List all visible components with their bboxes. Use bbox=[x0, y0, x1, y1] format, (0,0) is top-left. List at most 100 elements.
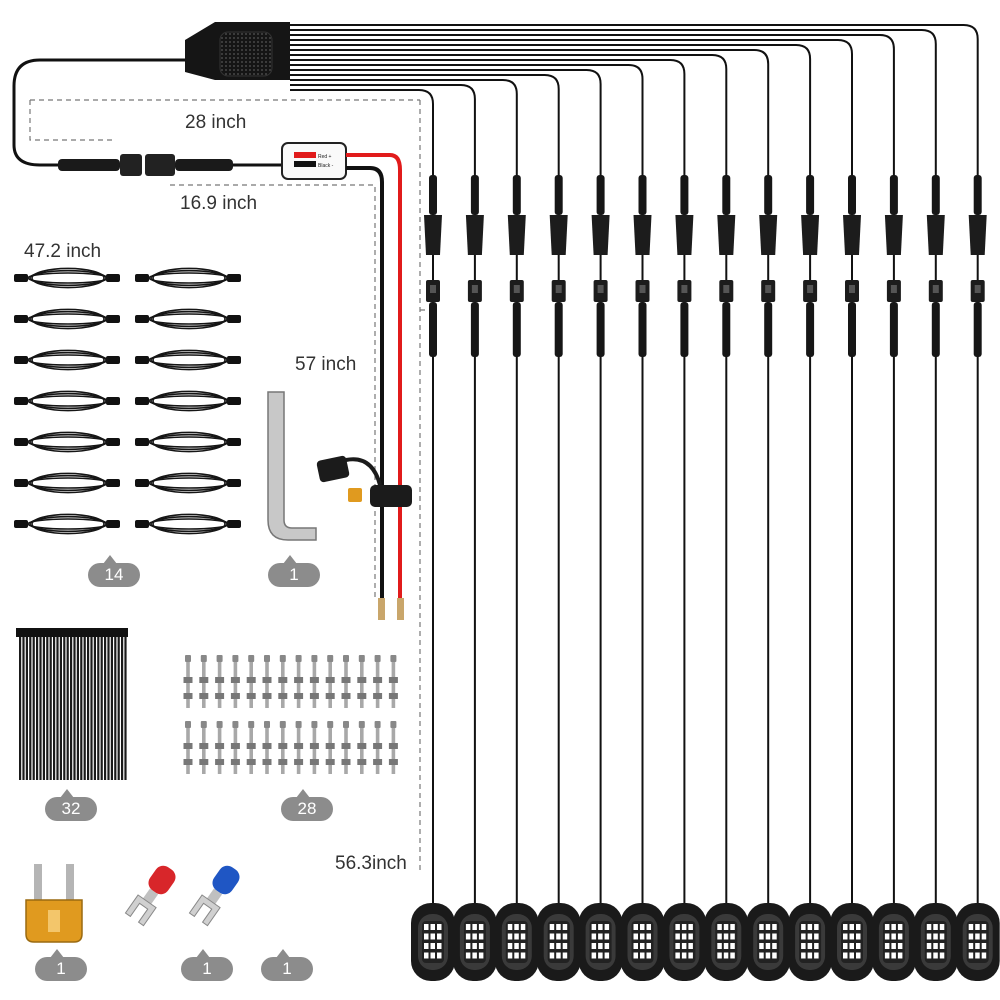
screw-nut bbox=[357, 677, 367, 683]
connector-pin bbox=[807, 285, 814, 293]
count-badge-cable-ties: 32 bbox=[45, 789, 97, 821]
extension-cable bbox=[135, 431, 241, 453]
screw bbox=[199, 721, 209, 774]
connector-plug-upper bbox=[884, 215, 903, 255]
ext-coil bbox=[27, 354, 109, 366]
screw bbox=[230, 655, 240, 708]
led-chip bbox=[968, 924, 974, 930]
led-chip bbox=[437, 924, 442, 930]
led-chip bbox=[556, 943, 561, 949]
led-chip bbox=[730, 943, 735, 949]
ext-plug-right bbox=[106, 520, 120, 528]
led-chip bbox=[598, 943, 603, 949]
screw-shank bbox=[391, 662, 396, 708]
connector-pin bbox=[639, 285, 646, 293]
led-chip bbox=[591, 952, 597, 959]
ext-coil bbox=[152, 472, 226, 494]
led-chip bbox=[424, 924, 429, 930]
cable-tie bbox=[53, 628, 56, 780]
blue-spade-terminal bbox=[188, 865, 240, 927]
led-chip bbox=[646, 933, 651, 940]
led-chip bbox=[759, 943, 764, 949]
screw-nut bbox=[294, 677, 304, 683]
cable-tie bbox=[76, 628, 79, 780]
led-chip bbox=[646, 943, 651, 949]
light-pod bbox=[746, 903, 791, 981]
cable-tie bbox=[39, 628, 42, 780]
ext-plug-left bbox=[135, 397, 149, 405]
connector-boot-lower bbox=[973, 302, 982, 357]
main-harness-cable bbox=[12, 58, 282, 176]
led-chip bbox=[472, 943, 477, 949]
led-chip bbox=[507, 943, 513, 949]
led-chip bbox=[801, 943, 806, 949]
screw-nut bbox=[357, 743, 367, 749]
screw bbox=[262, 655, 272, 708]
screw-head bbox=[358, 721, 365, 728]
screw-nut bbox=[199, 677, 209, 683]
screw bbox=[246, 721, 256, 774]
connector-plug-upper bbox=[675, 215, 694, 255]
led-chip bbox=[478, 924, 484, 930]
led-chip bbox=[604, 943, 610, 949]
ext-plug-right bbox=[227, 397, 241, 405]
screw-nut bbox=[215, 677, 225, 683]
connector-boot-upper bbox=[806, 175, 815, 215]
ext-plug-right bbox=[106, 315, 120, 323]
led-chip bbox=[933, 952, 938, 959]
led-chip bbox=[520, 924, 526, 930]
led-chip bbox=[717, 943, 722, 949]
screw-nut bbox=[215, 743, 225, 749]
connector-boot-upper bbox=[596, 175, 605, 215]
rock-light-pods bbox=[411, 903, 1000, 981]
screw-nut bbox=[309, 677, 319, 683]
led-chip bbox=[681, 933, 687, 940]
led-chip bbox=[891, 943, 896, 949]
screw-shank bbox=[233, 728, 238, 774]
switch-label-black: Black - bbox=[318, 163, 334, 169]
light-pod bbox=[411, 903, 455, 981]
cable-tie bbox=[121, 628, 124, 780]
led-chip bbox=[465, 952, 471, 959]
cable-tie bbox=[22, 628, 25, 780]
extension-cable bbox=[135, 308, 241, 330]
screw-shank bbox=[249, 728, 253, 774]
screw-head bbox=[327, 721, 334, 728]
lead-wire bbox=[290, 69, 602, 905]
screw-shank bbox=[328, 662, 332, 708]
screw-shank bbox=[249, 662, 253, 708]
lead-wire bbox=[290, 59, 686, 905]
screw-shank bbox=[296, 662, 301, 708]
connector-boot-lower bbox=[512, 302, 521, 357]
led-chip bbox=[891, 933, 896, 940]
connector-plug-upper bbox=[926, 215, 945, 255]
lead-wire bbox=[290, 84, 476, 905]
cable-tie bbox=[70, 628, 73, 780]
led-chip bbox=[765, 933, 771, 940]
led-chip bbox=[604, 933, 610, 940]
led-chip bbox=[646, 952, 651, 959]
led-chip bbox=[730, 924, 735, 930]
screw-nut bbox=[325, 677, 335, 683]
connector-boot-upper bbox=[973, 175, 982, 215]
screw-head bbox=[248, 721, 255, 728]
screw-nut bbox=[262, 677, 272, 683]
led-chip bbox=[933, 924, 938, 930]
led-chip bbox=[849, 952, 854, 959]
screw-shank bbox=[202, 728, 206, 774]
ext-plug-left bbox=[14, 315, 28, 323]
led-chip bbox=[933, 933, 938, 940]
led-chip bbox=[472, 952, 477, 959]
screw-nut bbox=[388, 743, 398, 749]
screw-washer bbox=[309, 759, 319, 765]
screw-shank bbox=[265, 728, 269, 774]
ext-coil bbox=[31, 267, 105, 289]
ext-coil bbox=[27, 272, 109, 284]
count-badge-red-terminal: 1 bbox=[181, 949, 233, 981]
led-chip bbox=[556, 952, 561, 959]
led-chip bbox=[884, 943, 890, 949]
ext-plug-right bbox=[227, 315, 241, 323]
light-pod bbox=[704, 903, 749, 981]
connector-boot-lower bbox=[554, 302, 563, 357]
